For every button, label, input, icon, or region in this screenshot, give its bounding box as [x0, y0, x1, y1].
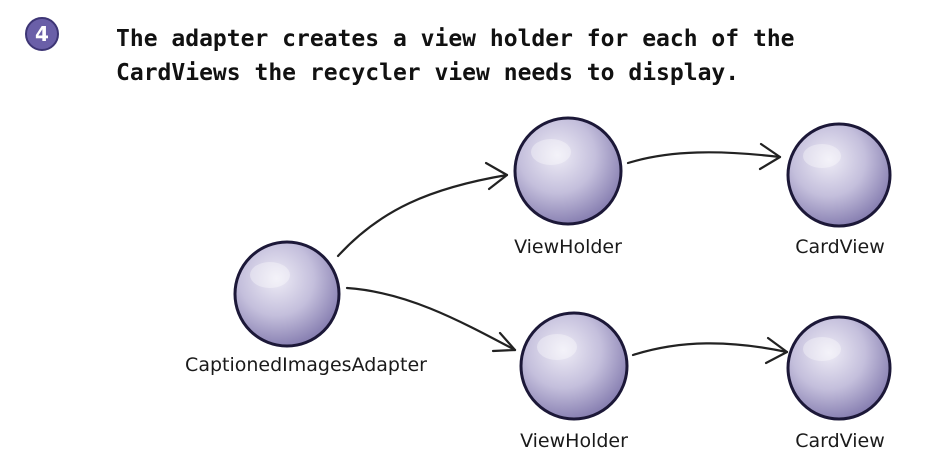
step-description-line-1: The adapter creates a view holder for ea… — [116, 26, 795, 52]
step-description: The adapter creates a view holder for ea… — [116, 22, 816, 90]
arrowhead-viewholder-bottom-to-cardview-bottom — [764, 336, 789, 365]
viewholder-bottom-node — [519, 311, 629, 421]
cardview-top-label: CardView — [795, 236, 885, 258]
arrowhead-viewholder-top-to-cardview-top — [758, 142, 782, 171]
cardview-top-node — [786, 122, 892, 228]
cardview-bottom-node — [786, 315, 892, 421]
arrow-viewholder-top-to-cardview-top — [626, 151, 782, 165]
arrow-adapter-to-viewholder-bottom — [345, 286, 517, 352]
arrow-viewholder-bottom-to-cardview-bottom — [631, 342, 789, 357]
viewholder-bottom-label: ViewHolder — [520, 430, 628, 452]
cardview-bottom-label: CardView — [795, 430, 885, 452]
step-description-line-2: CardViews the recycler view needs to dis… — [116, 60, 740, 86]
adapter-label: CaptionedImagesAdapter — [185, 354, 427, 376]
viewholder-top-node — [513, 116, 623, 226]
arrowhead-adapter-to-viewholder-top — [484, 161, 509, 191]
arrowhead-adapter-to-viewholder-bottom — [491, 331, 517, 353]
viewholder-top-label: ViewHolder — [514, 236, 622, 258]
arrow-adapter-to-viewholder-top — [336, 173, 509, 258]
step-number-badge: 4 — [25, 17, 59, 51]
adapter-node — [233, 240, 341, 348]
